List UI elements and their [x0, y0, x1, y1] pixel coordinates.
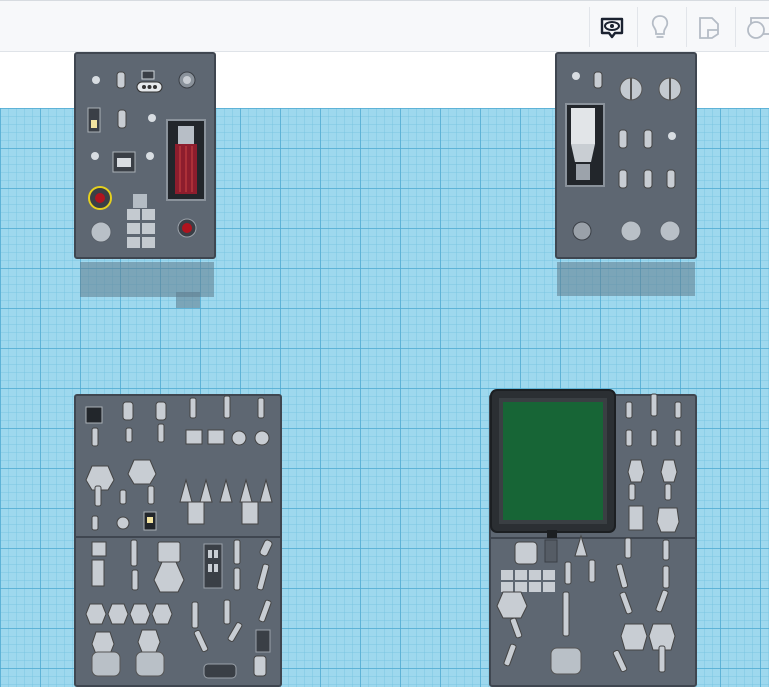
- eye-speech-icon: [600, 17, 623, 39]
- group-shape-icon: [746, 17, 769, 39]
- group-button[interactable]: [735, 7, 769, 47]
- panel-bottom-left[interactable]: [74, 394, 282, 687]
- view-toolbar: [0, 0, 769, 52]
- lightbulb-icon: [651, 15, 668, 38]
- toggle-visibility-button[interactable]: [589, 7, 633, 47]
- lightbulb-button[interactable]: [637, 7, 681, 47]
- panel-top-left[interactable]: [74, 52, 216, 310]
- panel-top-right[interactable]: [555, 52, 697, 298]
- note-button[interactable]: [686, 7, 730, 47]
- panel-bottom-right[interactable]: [489, 388, 697, 687]
- shape-note-icon: [698, 17, 719, 39]
